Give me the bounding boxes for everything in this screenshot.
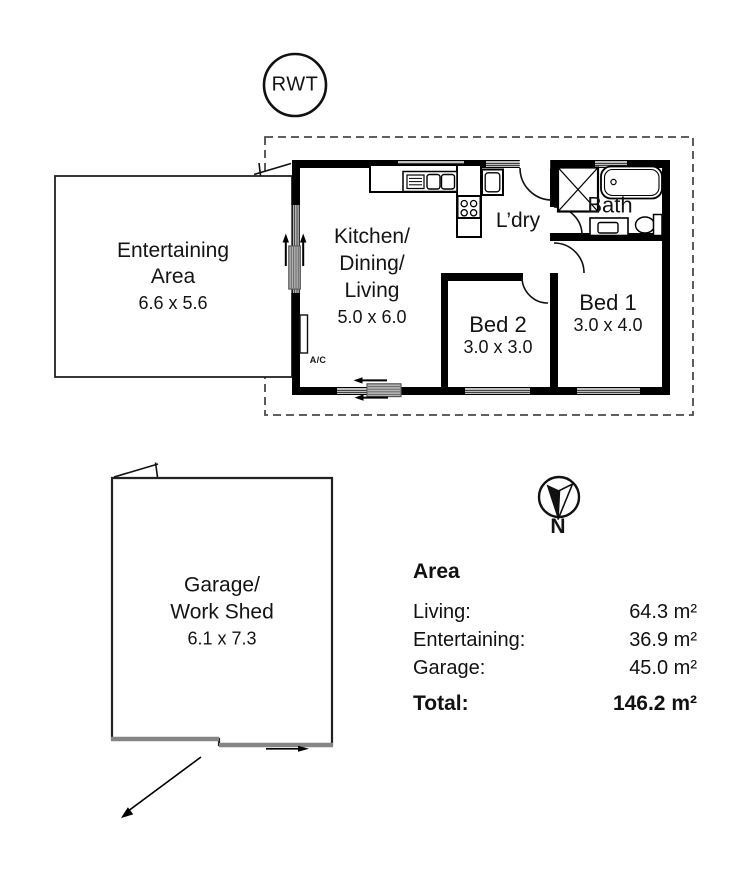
garage-name-line1: Garage/ — [184, 573, 260, 597]
bed1-door-swing-arc — [553, 242, 585, 274]
garage-label: Garage/ Work Shed 6.1 x 7.3 — [170, 572, 274, 653]
window-bed1-bottom — [577, 386, 640, 396]
entertaining-label: Entertaining Area 6.6 x 5.6 — [117, 238, 229, 316]
entertaining-dims: 6.6 x 5.6 — [138, 293, 208, 313]
bed2-door-swing-arc — [521, 276, 549, 304]
bathtub-icon — [600, 165, 663, 200]
garage-name-line2: Work Shed — [170, 600, 274, 624]
sliding-door-west-arrows — [282, 233, 307, 266]
area-table-title: Area — [413, 560, 460, 583]
shower-icon — [556, 166, 600, 213]
area-row-entertaining-label: Entertaining: — [413, 628, 526, 651]
cooktop-icon — [456, 195, 482, 219]
bed1-dims: 3.0 x 4.0 — [573, 315, 643, 336]
sliding-door-south — [366, 383, 402, 398]
site-boundary-dashed — [264, 136, 694, 416]
garage-slide-arrow — [266, 745, 309, 752]
kitchen-name-line2: Dining/ — [339, 252, 405, 275]
garage-dims: 6.1 x 7.3 — [187, 628, 257, 649]
ac-unit-icon — [299, 314, 309, 354]
wall-bed2-left — [441, 273, 448, 395]
entertaining-name-line2: Area — [150, 265, 196, 288]
wall-laundry-bath — [550, 160, 558, 207]
area-table: Area Living: 64.3 m² Entertaining: 36.9 … — [413, 560, 697, 717]
area-row-entertaining-value: 36.9 m² — [629, 628, 697, 651]
bed2-name: Bed 2 — [469, 312, 527, 338]
kitchen-name-line1: Kitchen/ — [334, 225, 410, 248]
rainwater-tank-symbol — [262, 52, 328, 118]
area-table-rows: Living: 64.3 m² Entertaining: 36.9 m² Ga… — [413, 598, 697, 682]
area-row-garage-label: Garage: — [413, 656, 486, 679]
area-row-living-label: Living: — [413, 600, 471, 623]
bath-label: Bath — [587, 192, 633, 218]
area-row-entertaining: Entertaining: 36.9 m² — [413, 626, 697, 654]
ac-label: A/C — [309, 354, 327, 365]
area-row-garage: Garage: 45.0 m² — [413, 654, 697, 682]
kitchen-dims: 5.0 x 6.0 — [337, 307, 407, 327]
bed1-label: Bed 1 3.0 x 4.0 — [573, 290, 642, 336]
window-bed2-bottom — [465, 386, 530, 396]
area-row-living-value: 64.3 m² — [629, 600, 697, 623]
laundry-label: L’dry — [495, 208, 541, 232]
area-total-label: Total: — [413, 692, 469, 715]
kitchen-label: Kitchen/ Dining/ Living 5.0 x 6.0 — [334, 223, 410, 331]
sliding-door-south-arrows — [353, 377, 388, 401]
rwt-label: RWT — [271, 73, 319, 96]
laundry-door-opening — [519, 159, 551, 169]
sliding-door-west — [288, 245, 301, 290]
laundry-door-swing-arc — [519, 167, 553, 201]
toilet-icon — [634, 213, 663, 237]
kitchen-name-line3: Living — [344, 279, 400, 302]
area-row-garage-value: 45.0 m² — [629, 656, 697, 679]
kitchen-sink-icon — [402, 170, 458, 193]
bed1-name: Bed 1 — [579, 290, 637, 316]
vanity-basin-icon — [589, 217, 629, 237]
entertaining-name-line1: Entertaining — [116, 239, 230, 262]
garage-door-swing — [113, 462, 159, 478]
driveway-arrow — [121, 756, 202, 818]
wall-hall-bed1 — [550, 273, 558, 395]
area-row-living: Living: 64.3 m² — [413, 598, 697, 626]
window-living-bottom — [337, 386, 368, 396]
window-laundry-top — [486, 159, 520, 169]
north-arrow-icon — [537, 475, 581, 520]
bed2-dims: 3.0 x 3.0 — [463, 337, 533, 358]
entry-door-swing — [253, 162, 292, 176]
bed2-label: Bed 2 3.0 x 3.0 — [463, 312, 532, 358]
area-total-value: 146.2 m² — [612, 692, 697, 715]
area-row-total: Total: 146.2 m² — [413, 691, 697, 717]
wall-bath-bed1 — [550, 233, 666, 241]
entertaining-area-outline — [54, 175, 293, 378]
laundry-trough-icon — [481, 168, 504, 196]
north-label: N — [550, 514, 566, 538]
wall-bed2-top — [441, 273, 523, 281]
